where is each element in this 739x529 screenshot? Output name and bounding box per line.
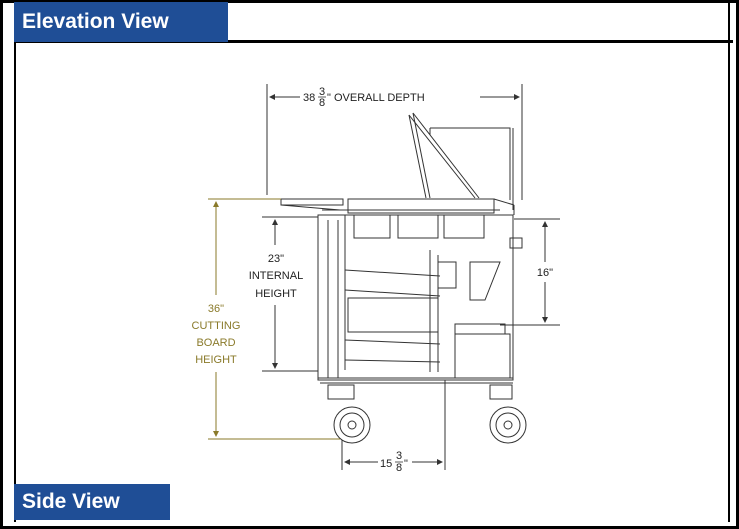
side-view-header: Side View — [14, 484, 170, 520]
base-width-numerator: 3 — [396, 450, 402, 462]
header-divider — [14, 40, 733, 43]
elevation-view-header: Elevation View — [14, 2, 228, 42]
overall-depth-whole: 38 — [303, 92, 315, 104]
casters — [327, 384, 527, 444]
base-width-denominator: 8 — [396, 462, 402, 474]
cutting-board — [280, 198, 515, 215]
base-width-label: " — [404, 458, 408, 470]
internal-height-line1: INTERNAL — [249, 270, 303, 282]
overall-depth-denominator: 8 — [319, 97, 325, 109]
cutting-board-height-value: 36" — [208, 303, 224, 315]
left-border — [14, 2, 16, 522]
internal-height-value: 23" — [268, 253, 284, 265]
food-pans — [350, 214, 490, 239]
internal-height-dimension: 23" INTERNAL HEIGHT — [249, 216, 318, 372]
side-view-title: Side View — [22, 490, 120, 513]
overall-depth-numerator: 3 — [319, 86, 325, 98]
right-height-value: 16" — [537, 267, 553, 279]
internal-height-line2: HEIGHT — [255, 288, 297, 300]
cutting-board-height-line3: HEIGHT — [195, 354, 237, 366]
open-lid — [408, 112, 514, 210]
overall-depth-dimension: 38 3 8 " OVERALL DEPTH — [266, 84, 523, 200]
right-border — [728, 2, 730, 522]
cutting-board-height-line2: BOARD — [196, 337, 235, 349]
base-width-whole: 15 — [380, 458, 392, 470]
cutting-board-height-line1: CUTTING — [192, 320, 241, 332]
cutting-board-height-dimension: 36" CUTTING BOARD HEIGHT — [192, 198, 340, 440]
cabinet-body — [317, 214, 523, 384]
base-width-dimension: 15 3 8 " — [341, 380, 446, 474]
right-height-dimension: 16" — [500, 218, 560, 326]
overall-depth-label: " OVERALL DEPTH — [327, 92, 425, 104]
elevation-view-title: Elevation View — [22, 10, 169, 33]
